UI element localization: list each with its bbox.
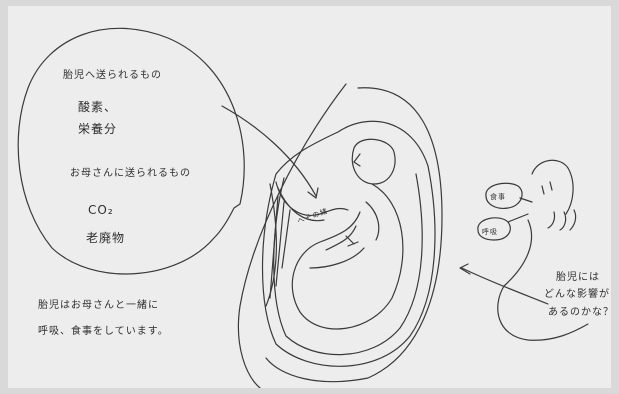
child-bubble-breath-label: 呼吸 bbox=[482, 227, 498, 237]
note-line-1: 胎児はお母さんと一緒に bbox=[38, 296, 159, 311]
question-line-1: 胎児には bbox=[556, 268, 600, 283]
to-mother-item-waste: 老廃物 bbox=[86, 229, 125, 246]
to-baby-item-oxygen: 酸素、 bbox=[78, 98, 117, 115]
to-mother-title: お母さんに送られるもの bbox=[70, 164, 191, 179]
child-head bbox=[532, 160, 573, 214]
question-line-2: どんな影響が bbox=[544, 285, 610, 300]
to-mother-item-co2: CO₂ bbox=[88, 203, 114, 217]
question-line-3: あるのかな？ bbox=[548, 303, 614, 318]
fetus-body bbox=[292, 184, 403, 329]
worksheet-paper: 胎児へ送られるもの 酸素、 栄養分 お母さんに送られるもの CO₂ 老廃物 胎児… bbox=[8, 6, 611, 388]
note-line-2: 呼吸、食事をしています。 bbox=[38, 322, 169, 337]
to-baby-item-nutrients: 栄養分 bbox=[78, 120, 117, 137]
mother-body-outline bbox=[238, 84, 346, 388]
to-baby-title: 胎児へ送られるもの bbox=[63, 66, 162, 81]
child-arrow bbox=[462, 268, 548, 304]
child-hair bbox=[548, 210, 576, 230]
child-bubble-eat-label: 食事 bbox=[490, 192, 506, 202]
fetus-head bbox=[352, 139, 395, 184]
